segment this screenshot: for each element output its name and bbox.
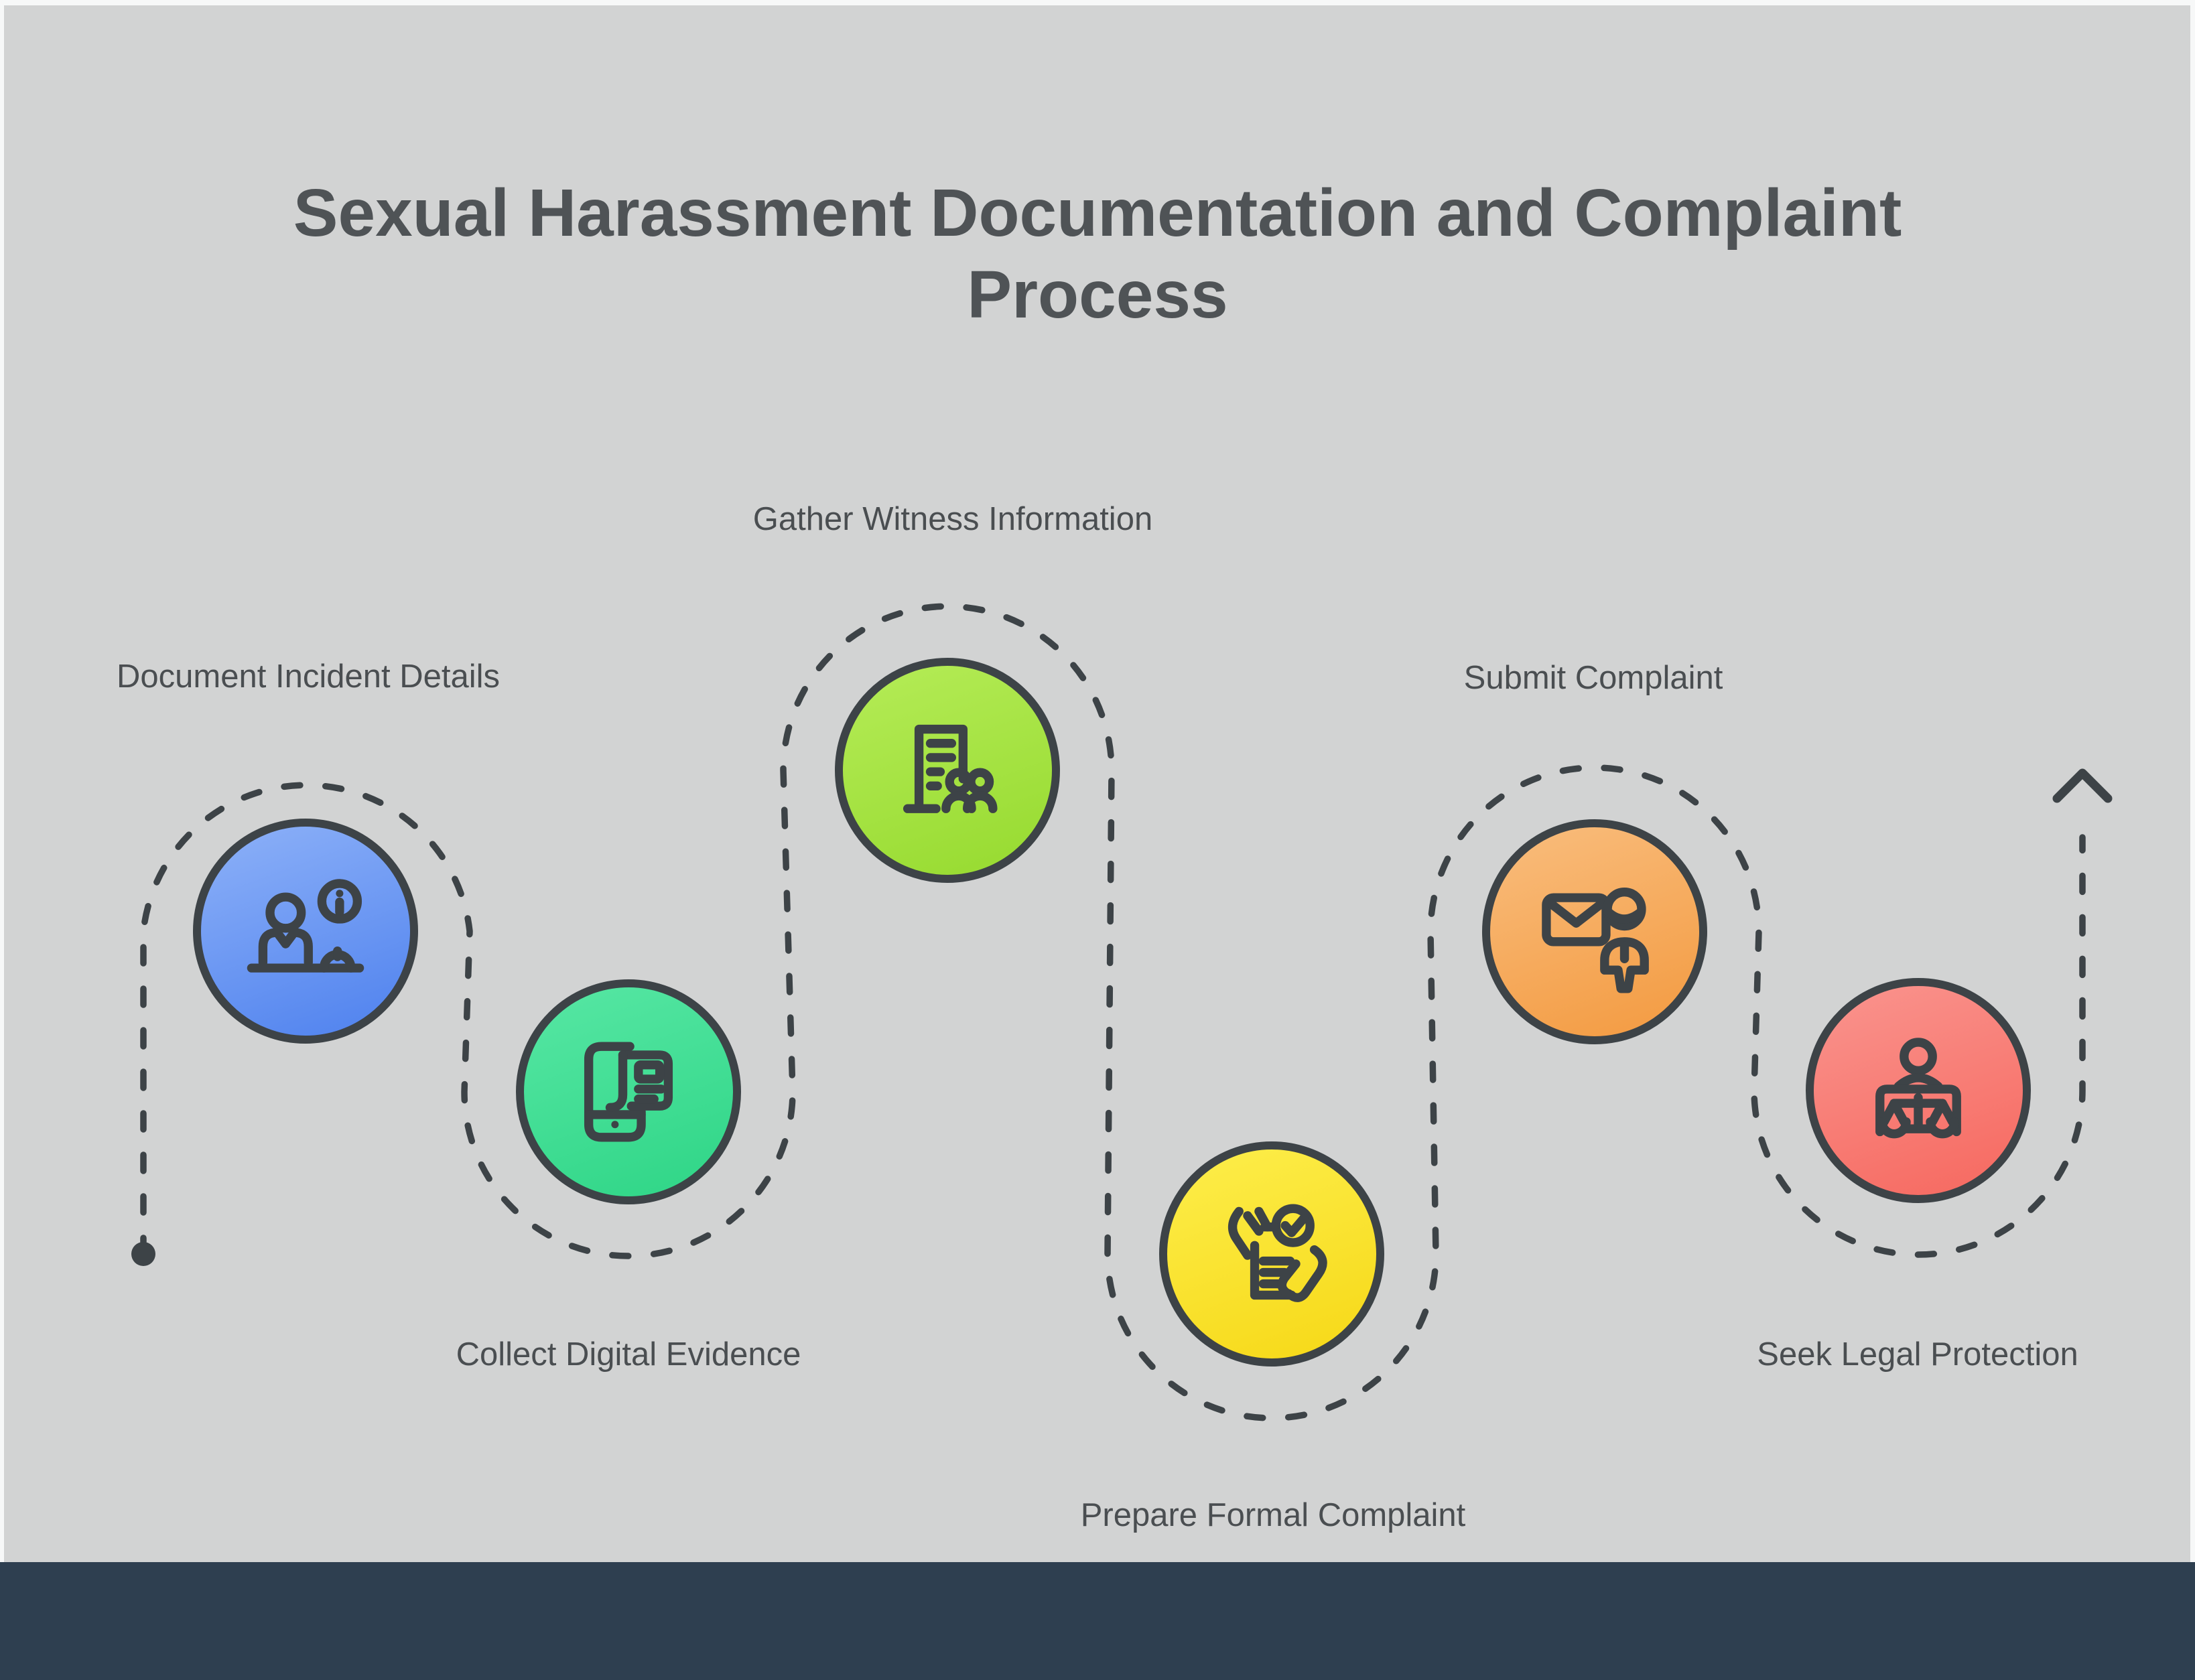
diagram-canvas: [4, 5, 2190, 1562]
step-label: Prepare Formal Complaint: [1080, 1497, 1466, 1533]
phone-with-document-icon: [584, 1042, 673, 1142]
step-label: Submit Complaint: [1463, 660, 1723, 696]
person-reporting-at-desk-icon: [247, 879, 364, 973]
step-circle-seek-legal-protection: [1806, 978, 2031, 1203]
document-check-hands-icon: [1227, 1204, 1327, 1302]
step-circle-prepare-formal-complaint: [1159, 1141, 1384, 1367]
step-label: Seek Legal Protection: [1757, 1336, 2078, 1373]
arrow-up-icon: [2052, 768, 2113, 803]
start-dot: [131, 1242, 155, 1266]
step-label: Document Incident Details: [117, 658, 500, 695]
scales-of-justice-person-icon: [1875, 1038, 1961, 1139]
step-circle-submit-complaint: [1482, 819, 1707, 1044]
page-title: Sexual Harassment Documentation and Comp…: [293, 176, 1902, 332]
step-circle-gather-witness-information: [835, 658, 1060, 883]
step-circle-collect-digital-evidence: [516, 979, 741, 1204]
envelope-person-icon: [1542, 887, 1649, 993]
footer-bar: [0, 1562, 2195, 1680]
building-with-people-icon: [903, 724, 998, 813]
step-label: Gather Witness Information: [752, 501, 1153, 537]
process-dashed-path: [140, 603, 2086, 1421]
step-circle-document-incident-details: [193, 819, 418, 1044]
step-label: Collect Digital Evidence: [456, 1336, 801, 1373]
